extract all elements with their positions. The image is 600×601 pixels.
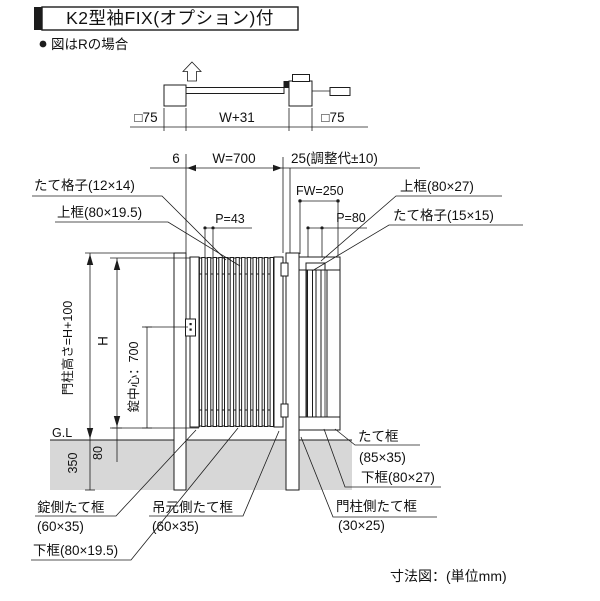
gate-lock bbox=[185, 318, 196, 337]
fix-stile bbox=[326, 256, 341, 431]
plan-gate-leaf bbox=[185, 87, 285, 94]
gate-bottom-rail-callout: 下框(80×19.5) bbox=[33, 543, 118, 558]
upper-left-callouts: たて格子(12×14) 上框(80×19.5) bbox=[32, 178, 241, 267]
post-height-label: 門柱高さ=H+100 bbox=[60, 301, 75, 396]
plan-left-post bbox=[163, 84, 187, 107]
gap-dim-label: 6 bbox=[172, 151, 180, 166]
gate-slat-callout: たて格子(12×14) bbox=[34, 178, 135, 193]
width-dim-label: W=700 bbox=[212, 151, 255, 166]
plan-right-post bbox=[288, 80, 313, 107]
hinge-stile-callout: 吊元側たて框 bbox=[152, 500, 233, 515]
gate-hinge-stile bbox=[273, 256, 284, 428]
embed-depth-label: 350 bbox=[66, 453, 80, 474]
fix-slat-callout: たて格子(15×15) bbox=[393, 208, 494, 223]
hinge-gate-post bbox=[285, 252, 300, 491]
drawing-caption: 寸法図：(単位mm) bbox=[390, 568, 507, 584]
plan-right-post-label: □75 bbox=[321, 110, 344, 125]
gate-lock-stile bbox=[189, 256, 200, 428]
left-gate-post bbox=[173, 252, 187, 491]
gate-top-rail-callout: 上框(80×19.5) bbox=[57, 205, 142, 220]
bullet-icon bbox=[39, 40, 47, 48]
ground: G.L bbox=[50, 426, 352, 490]
fix-width-label: FW=250 bbox=[296, 184, 344, 198]
title-accent-bar bbox=[34, 7, 42, 30]
fix-slat bbox=[315, 269, 322, 418]
plan-span-label: W+31 bbox=[219, 110, 255, 125]
fix-bottom-rail-callout: 下框(80×27) bbox=[361, 470, 435, 485]
lock-stile-callout: 錠側たて框 bbox=[37, 500, 105, 515]
door-height-label: H bbox=[96, 336, 111, 346]
plan-left-post-label: □75 bbox=[134, 110, 157, 125]
fix-bottom-rail bbox=[298, 416, 341, 431]
title-box bbox=[41, 6, 299, 31]
ground-label: G.L bbox=[52, 426, 72, 440]
hinge-top bbox=[280, 262, 289, 277]
upper-right-callouts: 上框(80×27) たて格子(15×15) bbox=[311, 179, 523, 272]
plan-hinge-pivot bbox=[283, 81, 291, 88]
adjust-dim-label: 25(調整代±10) bbox=[291, 151, 378, 166]
top-dimensions: 6 W=700 25(調整代±10) FW=250 P=43 P=80 bbox=[150, 151, 420, 258]
swing-direction-arrow-icon bbox=[182, 61, 202, 82]
post-side-stile-size: (30×25) bbox=[338, 518, 385, 533]
fix-pitch-label: P=80 bbox=[336, 211, 366, 225]
plan-fix-panel bbox=[329, 87, 351, 96]
lock-center-label: 錠中心：700 bbox=[126, 342, 141, 413]
fix-top-rail-callout: 上框(80×27) bbox=[400, 179, 474, 194]
plan-view: □75 W+31 □75 bbox=[130, 61, 368, 131]
elevation-view bbox=[173, 252, 341, 491]
bottom-callouts: 錠側たて框 (60×35) 下框(80×19.5) 吊元側たて框 (60×35)… bbox=[31, 427, 441, 561]
note-text: 図はRの場合 bbox=[51, 37, 129, 52]
fix-panel bbox=[298, 256, 341, 431]
ground-band bbox=[50, 440, 352, 490]
post-side-stile-callout: 門柱側たて框 bbox=[336, 499, 417, 514]
lock-stile-size: (60×35) bbox=[37, 519, 84, 534]
gate-slats bbox=[195, 257, 275, 427]
left-dimensions: 門柱高さ=H+100 350 H 80 錠中心：700 bbox=[60, 252, 199, 491]
fix-stile-callout: たて框 bbox=[358, 429, 399, 444]
fix-stile-size: (85×35) bbox=[359, 450, 406, 465]
hinge-bottom bbox=[280, 403, 289, 418]
gate-pitch-label: P=43 bbox=[215, 212, 245, 226]
clearance-label: 80 bbox=[91, 446, 105, 460]
page-title: K2型袖FIX(オプション)付 bbox=[66, 8, 274, 28]
title-block: K2型袖FIX(オプション)付 図はRの場合 bbox=[34, 6, 299, 52]
plan-post-cap bbox=[292, 74, 310, 82]
fix-slat bbox=[307, 269, 313, 418]
hinge-stile-size: (60×35) bbox=[152, 519, 199, 534]
fix-post-side-stile bbox=[298, 256, 307, 425]
